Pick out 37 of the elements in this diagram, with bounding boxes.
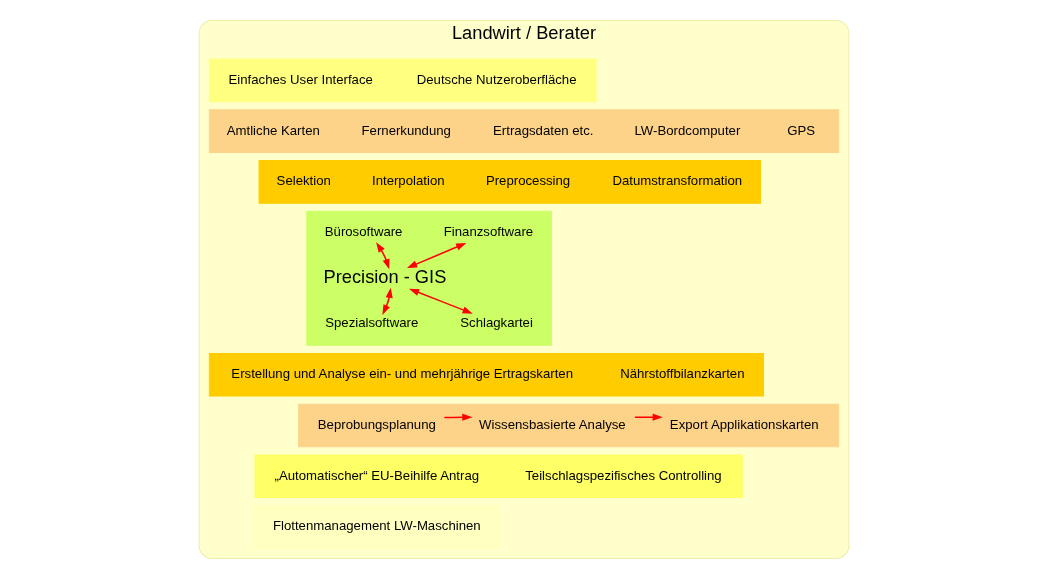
node-text: Beprobungsplanung (317, 416, 436, 432)
node-text: Bürosoftware (324, 224, 403, 240)
node-text: Fernerkundung (361, 122, 451, 138)
cluster (208, 109, 840, 153)
node-text: LW-Bordcomputer (634, 122, 741, 138)
arrow (376, 242, 390, 270)
cluster (298, 403, 840, 448)
cluster (258, 160, 761, 204)
cluster (208, 352, 765, 397)
arrow (408, 288, 473, 314)
node-text: Einfaches User Interface (228, 71, 373, 87)
arrow (382, 287, 393, 315)
node-text: Teilschlagspezifisches Controlling (525, 467, 722, 483)
node-text: „Automatischer“ EU-Beihilfe Antrag (274, 467, 480, 483)
arrow (443, 413, 473, 421)
node-text: Datumstransformation (612, 173, 743, 189)
node-text: Export Applikationskarten (669, 416, 819, 432)
node-text: Spezialsoftware (325, 315, 419, 331)
node-text: Deutsche Nutzeroberfläche (416, 71, 577, 87)
node-text: Interpolation (371, 173, 445, 189)
node-text: Flottenmanagement LW-Maschinen (272, 518, 481, 534)
node-text: Selektion (276, 173, 331, 189)
cluster (208, 58, 597, 103)
cluster (306, 210, 552, 346)
node-text: Amtliche Karten (226, 122, 320, 138)
node-text: Finanzsoftware (443, 224, 534, 240)
node-text: Erstellung und Analyse ein- und mehrjährige Ertragskarten (231, 366, 573, 382)
node-text: Wissensbasierte Analyse (479, 416, 626, 432)
arrow (406, 243, 467, 269)
node-text: GPS (787, 122, 816, 138)
cluster (254, 454, 743, 499)
node-text: Preprocessing (485, 173, 571, 189)
node-text: Nährstoffbilanzkarten (620, 366, 745, 382)
node-text: Ertragsdaten etc. (493, 122, 594, 138)
arrow (634, 413, 663, 421)
node-text: Precision - GIS (323, 265, 447, 287)
node-text: Schlagkartei (460, 315, 533, 331)
